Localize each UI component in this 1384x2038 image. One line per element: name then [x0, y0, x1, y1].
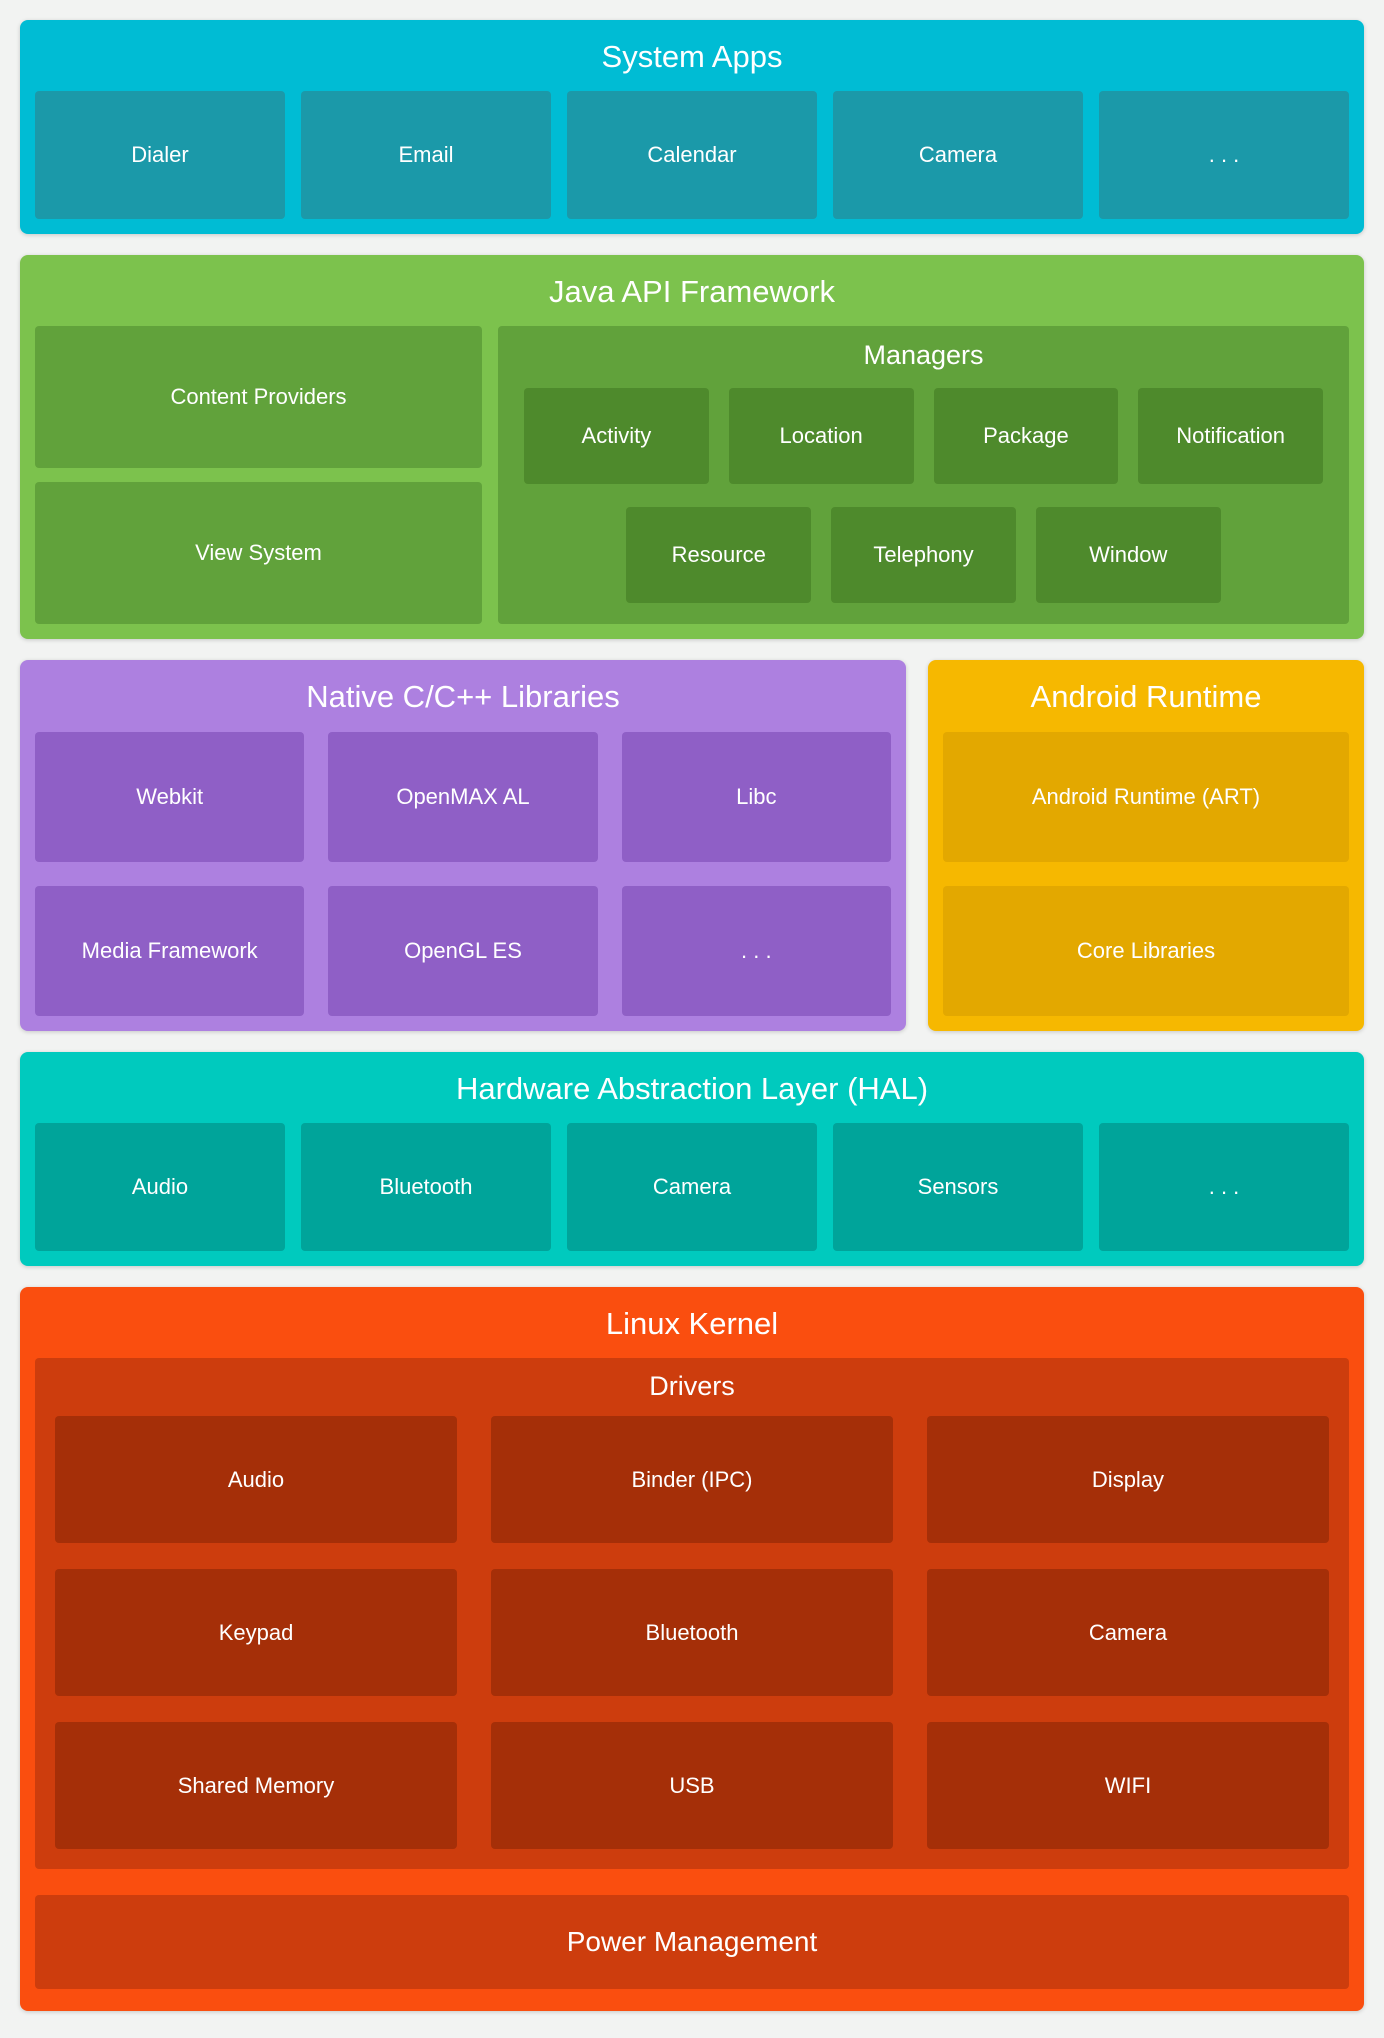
linux-kernel-title: Linux Kernel [605, 1305, 779, 1341]
layer-native-libraries: Native C/C++ Libraries Webkit OpenMAX AL… [20, 660, 906, 1031]
java-api-left-column: Content Providers View System [35, 326, 482, 625]
chip-core-libraries: Core Libraries [943, 885, 1349, 1016]
chip-camera: Camera [833, 91, 1083, 220]
drivers-title: Drivers [649, 1370, 735, 1401]
layer-system-apps: System Apps Dialer Email Calendar Camera… [20, 20, 1364, 235]
box-content-providers: Content Providers [35, 326, 482, 469]
chip-driver-bluetooth: Bluetooth [491, 1569, 893, 1697]
managers-group: Managers Activity Location Package Notif… [498, 326, 1349, 625]
layer-hal: Hardware Abstraction Layer (HAL) Audio B… [20, 1051, 1364, 1266]
chip-driver-usb: USB [491, 1722, 893, 1850]
chip-more-apps: . . . [1099, 91, 1349, 220]
chip-webkit: Webkit [35, 731, 305, 862]
power-management-bar: Power Management [35, 1895, 1349, 1990]
chip-driver-shared-memory: Shared Memory [55, 1722, 457, 1850]
chip-openmax-al: OpenMAX AL [328, 731, 598, 862]
chip-driver-display: Display [927, 1416, 1329, 1544]
chip-telephony-manager: Telephony [831, 506, 1016, 603]
chip-notification-manager: Notification [1138, 387, 1323, 484]
libraries-runtime-row: Native C/C++ Libraries Webkit OpenMAX AL… [20, 660, 1364, 1031]
chip-media-framework: Media Framework [35, 885, 305, 1016]
hal-title: Hardware Abstraction Layer (HAL) [455, 1070, 929, 1106]
box-view-system: View System [35, 482, 482, 625]
chip-art: Android Runtime (ART) [943, 731, 1349, 862]
chip-window-manager: Window [1035, 506, 1221, 603]
layer-linux-kernel: Linux Kernel Drivers Audio Binder (IPC) … [20, 1286, 1364, 2012]
chip-activity-manager: Activity [524, 387, 709, 484]
system-apps-title: System Apps [601, 39, 783, 74]
drivers-group: Drivers Audio Binder (IPC) Display Keypa… [35, 1357, 1349, 1870]
chip-hal-sensors: Sensors [833, 1122, 1083, 1251]
android-runtime-title: Android Runtime [1030, 679, 1262, 715]
hal-chip-row: Audio Bluetooth Camera Sensors . . . [35, 1122, 1349, 1251]
native-libraries-chips: Webkit OpenMAX AL Libc Media Framework O… [35, 731, 891, 1016]
system-apps-chip-row: Dialer Email Calendar Camera . . . [35, 91, 1349, 220]
chip-driver-keypad: Keypad [55, 1569, 457, 1697]
chip-opengl-es: OpenGL ES [328, 885, 598, 1016]
native-libraries-title: Native C/C++ Libraries [306, 679, 620, 715]
chip-location-manager: Location [728, 387, 914, 484]
chip-more-libraries: . . . [621, 885, 891, 1016]
managers-title: Managers [863, 340, 984, 371]
chip-driver-audio: Audio [55, 1416, 457, 1544]
chip-hal-bluetooth: Bluetooth [301, 1122, 551, 1251]
chip-package-manager: Package [933, 387, 1119, 484]
chip-hal-audio: Audio [35, 1122, 285, 1251]
chip-driver-wifi: WIFI [927, 1722, 1329, 1850]
layer-android-runtime: Android Runtime Android Runtime (ART) Co… [928, 660, 1364, 1031]
chip-hal-camera: Camera [567, 1122, 817, 1251]
java-api-title: Java API Framework [549, 274, 835, 310]
chip-dialer: Dialer [35, 91, 285, 220]
layer-java-api-framework: Java API Framework Content Providers Vie… [20, 255, 1364, 640]
chip-libc: Libc [621, 731, 891, 862]
drivers-grid: Audio Binder (IPC) Display Keypad Blueto… [55, 1416, 1329, 1850]
managers-row-2: Resource Telephony Window [524, 506, 1323, 603]
java-api-body: Content Providers View System Managers A… [35, 326, 1349, 625]
chip-resource-manager: Resource [626, 506, 812, 603]
chip-driver-camera: Camera [927, 1569, 1329, 1697]
chip-email: Email [301, 91, 551, 220]
managers-row-1: Activity Location Package Notification [524, 387, 1323, 484]
chip-driver-binder-ipc: Binder (IPC) [491, 1416, 893, 1544]
chip-hal-more: . . . [1099, 1122, 1349, 1251]
chip-calendar: Calendar [567, 91, 817, 220]
android-runtime-chips: Android Runtime (ART) Core Libraries [943, 731, 1349, 1016]
